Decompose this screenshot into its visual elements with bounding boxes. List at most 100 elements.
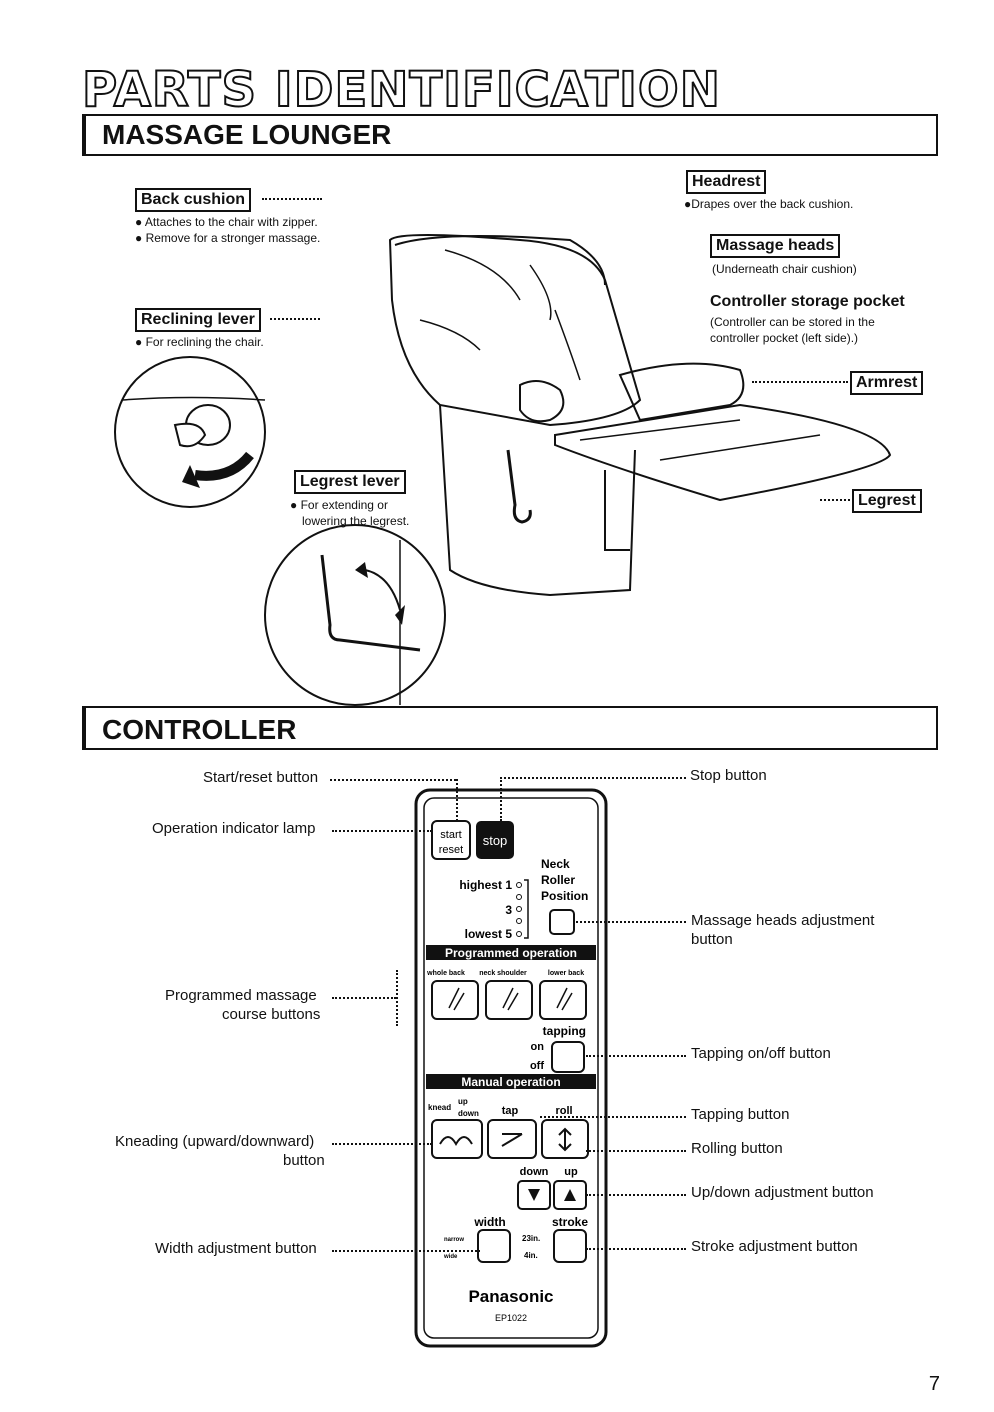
note-text: For reclining the chair. — [145, 335, 264, 349]
page-title: PARTS IDENTIFICATION — [81, 61, 721, 119]
leader-line — [586, 1194, 686, 1196]
note-text: For extending or — [300, 498, 388, 512]
leader-line — [330, 779, 456, 781]
leader-line — [396, 970, 398, 1026]
leader-line — [586, 1248, 686, 1250]
leader-line — [540, 1116, 686, 1118]
section-title: MASSAGE LOUNGER — [102, 119, 392, 150]
leader-line — [586, 1150, 686, 1152]
narrow-text: narrow — [444, 1237, 464, 1243]
callout-programmed-2: course buttons — [222, 1006, 321, 1023]
callout-rolling: Rolling button — [691, 1140, 783, 1157]
callout-indicator-lamp: Operation indicator lamp — [152, 820, 316, 837]
storage-pocket-note-1: (Controller can be stored in the — [710, 315, 875, 329]
callout-tapping-onoff: Tapping on/off button — [691, 1045, 831, 1062]
s23-text: 23in. — [522, 1234, 540, 1243]
leader-line — [270, 318, 320, 320]
massage-heads-note: (Underneath chair cushion) — [712, 262, 857, 276]
leader-line — [500, 777, 502, 821]
note-text: Drapes over the back cushion. — [691, 197, 854, 211]
down-text: down — [458, 1109, 479, 1118]
start-reset-button[interactable] — [431, 820, 471, 860]
neck-shoulder-button[interactable] — [485, 980, 533, 1020]
lower-back-button[interactable] — [539, 980, 587, 1020]
callout-width: Width adjustment button — [155, 1240, 317, 1257]
storage-pocket-label: Controller storage pocket — [710, 293, 905, 310]
callout-stroke: Stroke adjustment button — [691, 1238, 858, 1255]
stop-button[interactable] — [476, 821, 514, 859]
leader-line — [576, 921, 686, 923]
back-cushion-label: Back cushion — [135, 188, 252, 212]
section-header-lounger: MASSAGE LOUNGER — [82, 114, 938, 156]
note-text: Remove for a stronger massage. — [145, 231, 321, 245]
legrest-lever-note-2: lowering the legrest. — [302, 514, 410, 528]
programmed-bar-text: Programmed operation — [445, 946, 577, 960]
prog-label-3: lower back — [548, 970, 584, 977]
legrest-lever-label: Legrest lever — [294, 470, 406, 494]
section-header-controller: CONTROLLER — [82, 706, 938, 750]
back-cushion-note-2: ● Remove for a stronger massage. — [135, 231, 321, 245]
prog-label-1: whole back — [426, 970, 465, 977]
knead-text: knead — [428, 1103, 451, 1112]
off-text: off — [530, 1060, 544, 1072]
back-cushion-note-1: ● Attaches to the chair with zipper. — [135, 215, 318, 229]
headrest-note: ●Drapes over the back cushion. — [684, 197, 854, 211]
callout-programmed-1: Programmed massage — [165, 987, 317, 1004]
manual-bar-text: Manual operation — [461, 1075, 560, 1089]
kneading-button[interactable] — [431, 1119, 483, 1159]
leader-line — [586, 1055, 686, 1057]
leader-line — [456, 779, 458, 821]
callout-tapping: Tapping button — [691, 1106, 790, 1123]
callout-kneading-2: button — [283, 1152, 325, 1169]
dir-up-text: up — [564, 1166, 578, 1178]
lowest-text: lowest 5 — [465, 927, 513, 941]
callout-stop: Stop button — [690, 767, 767, 784]
stroke-adjust-button[interactable] — [553, 1229, 587, 1263]
tapping-text: tapping — [543, 1024, 586, 1038]
leader-line — [332, 997, 396, 999]
model-number: EP1022 — [495, 1313, 527, 1323]
prog-label-2: neck shoulder — [479, 970, 527, 977]
legrest-lever-note-1: ● For extending or — [290, 498, 388, 512]
brand-logo: Panasonic — [468, 1287, 553, 1306]
headrest-label: Headrest — [686, 170, 767, 194]
armrest-label: Armrest — [850, 371, 924, 395]
reclining-lever-note: ● For reclining the chair. — [135, 335, 264, 349]
leader-line — [820, 499, 850, 501]
section-title: CONTROLLER — [102, 714, 297, 745]
dir-down-text: down — [520, 1166, 549, 1178]
roller-text: Roller — [541, 873, 575, 887]
leader-line — [332, 1143, 432, 1145]
width-text: width — [473, 1215, 505, 1229]
width-adjust-button[interactable] — [477, 1229, 511, 1263]
up-text: up — [458, 1097, 468, 1106]
position-text: Position — [541, 889, 588, 903]
leader-line — [332, 830, 432, 832]
massage-heads-adjust-button[interactable] — [549, 909, 575, 935]
roll-text: roll — [555, 1105, 572, 1117]
callout-massage-heads-1: Massage heads adjustment — [691, 912, 875, 929]
neck-text: Neck — [541, 857, 570, 871]
remote-control: start reset stop Neck Roller Position hi… — [414, 788, 608, 1348]
leader-line — [500, 777, 686, 779]
note-text: Attaches to the chair with zipper. — [144, 215, 318, 229]
wide-text: wide — [443, 1254, 458, 1260]
leader-line — [752, 381, 848, 383]
page-number: 7 — [928, 1373, 940, 1395]
whole-back-button[interactable] — [431, 980, 479, 1020]
three-text: 3 — [505, 903, 512, 917]
callout-start-reset: Start/reset button — [203, 769, 319, 786]
highest-text: highest 1 — [459, 878, 512, 892]
callout-kneading-1: Kneading (upward/downward) — [115, 1133, 315, 1150]
tapping-onoff-button[interactable] — [551, 1041, 585, 1073]
start-text: start — [440, 829, 461, 841]
tap-text: tap — [502, 1105, 519, 1117]
callout-updown: Up/down adjustment button — [691, 1184, 874, 1201]
reset-text: reset — [439, 844, 463, 856]
lounger-illustration — [114, 234, 892, 706]
stroke-text: stroke — [552, 1215, 588, 1229]
leader-line — [262, 198, 322, 200]
leader-line — [332, 1250, 480, 1252]
reclining-lever-label: Reclining lever — [135, 308, 261, 332]
on-text: on — [531, 1041, 545, 1053]
